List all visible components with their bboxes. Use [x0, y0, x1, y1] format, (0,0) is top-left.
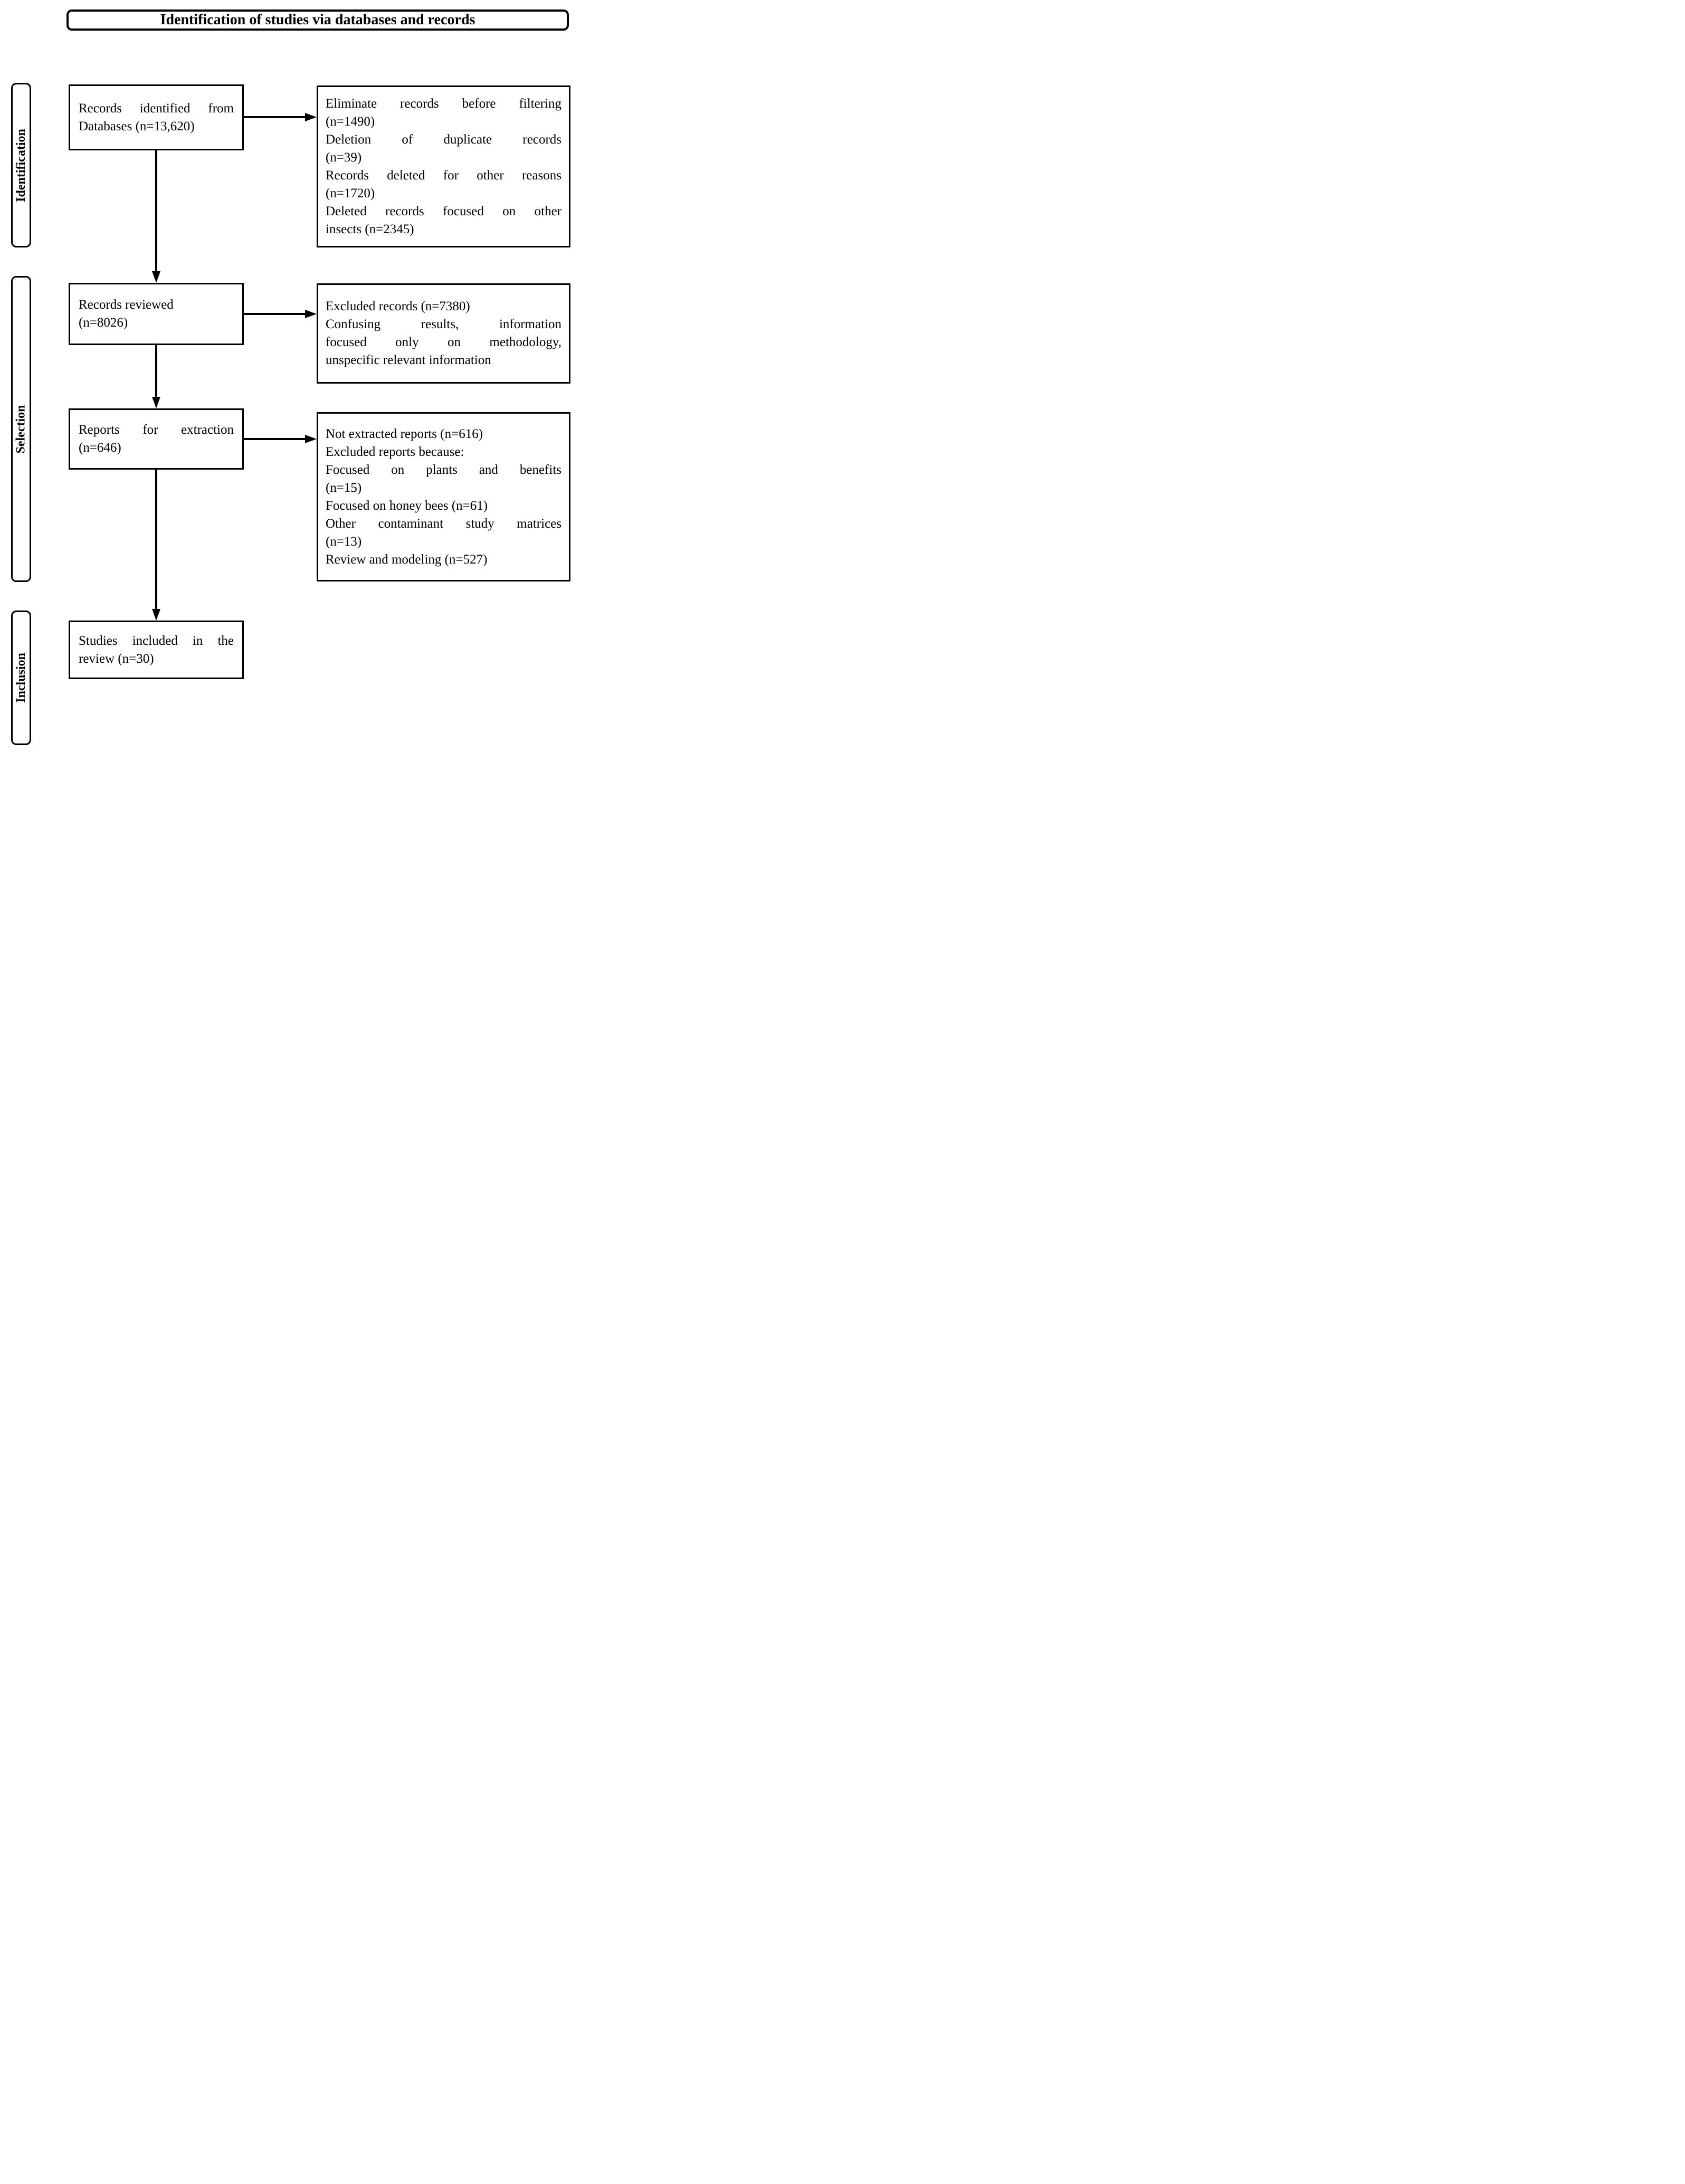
stage-box-identification: Identification [11, 83, 31, 247]
text-line: Other contaminant study matrices [326, 516, 561, 531]
text-line: Records reviewed [79, 298, 174, 312]
text-line: Studies included in the [79, 633, 234, 648]
box-records-identified: Records identified from Databases (n=13,… [69, 84, 244, 150]
arrow-line [244, 438, 306, 440]
text-line: Records identified from [79, 101, 234, 116]
box-records-reviewed: Records reviewed (n=8026) [69, 283, 244, 345]
arrow-line [244, 313, 306, 315]
text-line: Focused on plants and benefits [326, 462, 561, 477]
text-line: review (n=30) [79, 651, 154, 666]
text-line: Excluded records (n=7380) [326, 299, 470, 313]
diagram-title: Identification of studies via databases … [160, 12, 475, 28]
arrow-head-down-icon [152, 271, 160, 283]
prisma-flow-diagram: Identification of studies via databases … [0, 0, 580, 752]
text-line: Confusing results, information [326, 317, 561, 331]
stage-label-identification: Identification [14, 128, 28, 202]
box-not-extracted-reports: Not extracted reports (n=616) Excluded r… [317, 412, 570, 581]
text-line: (n=15) [326, 480, 362, 495]
box-studies-included: Studies included in the review (n=30) [69, 621, 244, 679]
arrow-line [155, 150, 157, 272]
text-line: (n=39) [326, 150, 362, 165]
text-line: focused only on methodology, [326, 335, 561, 349]
text-line: (n=1720) [326, 186, 375, 201]
box-eliminate-records: Eliminate records before filtering (n=14… [317, 85, 570, 247]
box-excluded-records: Excluded records (n=7380) Confusing resu… [317, 283, 570, 384]
stage-box-selection: Selection [11, 276, 31, 582]
arrow-head-down-icon [152, 397, 160, 408]
stage-box-inclusion: Inclusion [11, 611, 31, 745]
box-reports-for-extraction: Reports for extraction (n=646) [69, 408, 244, 470]
title-box: Identification of studies via databases … [66, 9, 569, 31]
text-line: (n=13) [326, 534, 362, 549]
text-line: unspecific relevant information [326, 353, 491, 367]
arrow-line [244, 116, 306, 118]
text-line: Not extracted reports (n=616) [326, 426, 483, 441]
text-line: Eliminate records before filtering [326, 96, 561, 111]
stage-label-selection: Selection [14, 405, 28, 453]
text-line: (n=8026) [79, 316, 128, 330]
arrow-head-down-icon [152, 609, 160, 621]
text-line: Focused on honey bees (n=61) [326, 498, 488, 513]
text-line: (n=646) [79, 441, 121, 455]
text-line: Deletion of duplicate records [326, 132, 561, 147]
text-line: (n=1490) [326, 114, 375, 129]
text-line: Deleted records focused on other [326, 204, 561, 218]
text-line: insects (n=2345) [326, 222, 414, 236]
text-line: Databases (n=13,620) [79, 119, 195, 133]
arrow-line [155, 345, 157, 398]
arrow-head-right-icon [305, 435, 317, 443]
text-line: Records deleted for other reasons [326, 168, 561, 183]
text-line: Review and modeling (n=527) [326, 552, 488, 567]
arrow-line [155, 470, 157, 610]
text-line: Excluded reports because: [326, 444, 464, 459]
arrow-head-right-icon [305, 113, 317, 121]
arrow-head-right-icon [305, 310, 317, 318]
text-line: Reports for extraction [79, 423, 234, 437]
stage-label-inclusion: Inclusion [14, 653, 28, 703]
